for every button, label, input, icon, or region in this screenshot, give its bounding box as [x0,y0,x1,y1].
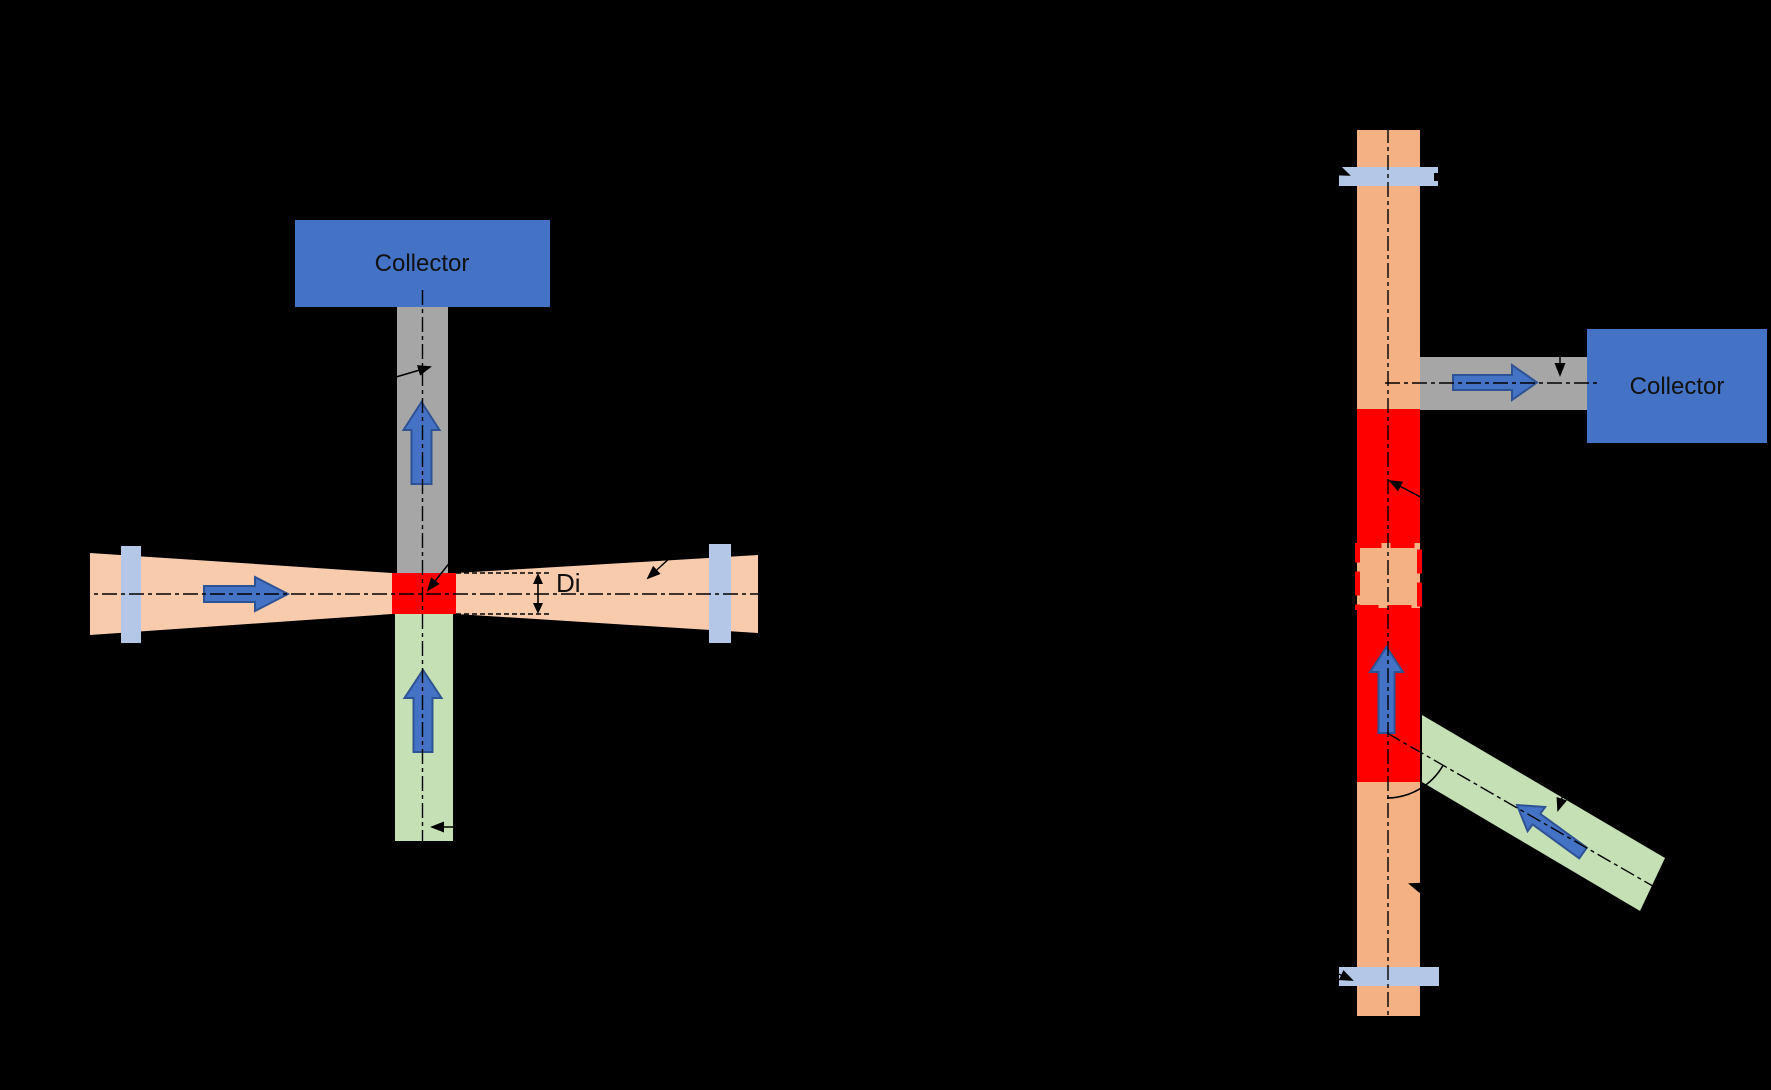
di-label: Di [556,568,581,598]
annotation-arrow-reaction-zone-a [426,560,452,592]
diagram-b: Collector [1329,128,1767,1016]
centerline-angled-b [1386,732,1659,890]
angle-arc-b [1386,765,1444,799]
end-cap-bottom-b [1339,967,1439,986]
di-arrowhead-down [533,603,543,614]
collector-label-b: Collector [1630,373,1725,400]
collector-label-a: Collector [375,250,470,277]
flow-arrow-up-outlet-a [401,400,442,485]
annotation-arrow-hot-zone-b [1388,480,1433,504]
annotation-arrow-top-cap-b [1329,165,1351,176]
annotation-arrow-angled-inlet-b [1556,791,1568,812]
annotation-arrow-lower-tube-b [1408,882,1438,894]
end-cap-right-a [709,544,731,643]
collector-box-b [1587,329,1767,443]
di-arrowhead-up [533,573,543,584]
annotation-arrow-outlet-tube-a [395,365,432,378]
diagram-a: Collector Di [75,220,793,846]
annotation-arrow-horizontal-tube-a [646,555,673,580]
flow-arrow-up-b [1368,645,1405,734]
leader-tick-top-cap-b [1434,173,1440,181]
angled-inlet-tube-b [1422,715,1665,911]
leader-tick-gap-b [1345,538,1357,542]
annotation-arrow-bottom-cap-b [1331,970,1354,981]
